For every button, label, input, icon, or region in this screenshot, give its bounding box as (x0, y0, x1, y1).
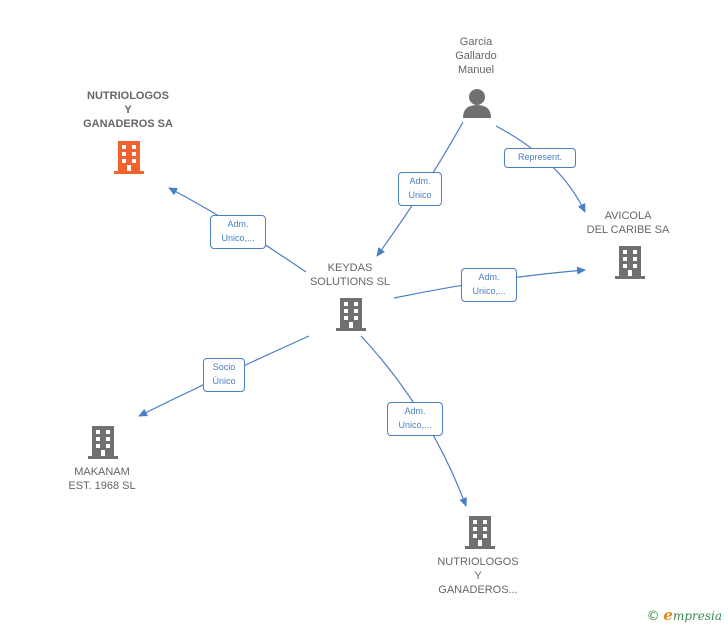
node-label-avicola[interactable]: AVICOLA DEL CARIBE SA (568, 209, 688, 237)
node-label-line: Garcia (459, 36, 493, 48)
edge-label-line: Adm. (227, 219, 249, 229)
node-label-line: Manuel (457, 64, 495, 76)
edge-label-line: Unico,... (398, 420, 432, 430)
edge-label-line: Adm. (404, 406, 426, 416)
building-icon[interactable] (87, 424, 119, 460)
brand-logo-text: mpresia (672, 609, 722, 623)
building-icon[interactable] (614, 244, 646, 280)
brand-logo-initial: e (663, 606, 673, 624)
edge-label-keydas-avicola[interactable]: Adm. Unico,... (461, 268, 517, 302)
edge-label-line: Unico,... (221, 233, 255, 243)
edge-label-garcia-avicola[interactable]: Represent. (504, 148, 576, 168)
node-label-line: GANADEROS... (438, 584, 518, 596)
edge-label-keydas-nutriologos-top[interactable]: Adm. Unico,... (210, 215, 266, 249)
person-icon[interactable] (461, 88, 493, 118)
edge-label-garcia-keydas[interactable]: Adm. Unico (398, 172, 442, 206)
node-label-line: KEYDAS (327, 262, 373, 274)
copyright-icon: © (646, 609, 660, 624)
edge-label-keydas-nutriologos-bottom[interactable]: Adm. Unico,... (387, 402, 443, 436)
node-label-makanam[interactable]: MAKANAM EST. 1968 SL (42, 465, 162, 493)
node-label-line: AVICOLA (604, 210, 652, 222)
edge-label-line: Adm. (409, 176, 431, 186)
footer-brand: © empresia (647, 606, 722, 624)
node-label-line: GANADEROS SA (83, 118, 173, 130)
node-label-line: SOLUTIONS SL (309, 276, 391, 288)
node-label-line: Y (474, 570, 482, 582)
building-icon[interactable] (335, 296, 367, 332)
node-label-line: EST. 1968 SL (68, 480, 136, 492)
node-label-nutriologos-bottom[interactable]: NUTRIOLOGOS Y GANADEROS... (418, 555, 538, 597)
building-icon[interactable] (464, 514, 496, 550)
node-label-line: Gallardo (455, 50, 497, 62)
node-label-garcia[interactable]: Garcia Gallardo Manuel (426, 35, 526, 77)
node-label-line: DEL CARIBE SA (586, 224, 670, 236)
edge-label-line: Unico,... (472, 286, 506, 296)
edge-label-line: Adm. (478, 272, 500, 282)
edge-garcia-avicola (495, 125, 586, 213)
edge-label-line: Unico (408, 190, 432, 200)
node-label-nutriologos-top[interactable]: NUTRIOLOGOS Y GANADEROS SA (60, 89, 196, 131)
edge-label-line: Único (212, 376, 236, 386)
edge-label-line: Socio (212, 362, 236, 372)
building-icon[interactable] (113, 139, 145, 175)
node-label-line: NUTRIOLOGOS (87, 90, 169, 102)
edge-label-line: Represent. (517, 152, 563, 162)
edge-label-keydas-makanam[interactable]: Socio Único (203, 358, 245, 392)
node-label-line: NUTRIOLOGOS (437, 556, 519, 568)
node-label-line: MAKANAM (74, 466, 130, 478)
node-label-keydas[interactable]: KEYDAS SOLUTIONS SL (290, 261, 410, 289)
node-label-line: Y (124, 104, 132, 116)
